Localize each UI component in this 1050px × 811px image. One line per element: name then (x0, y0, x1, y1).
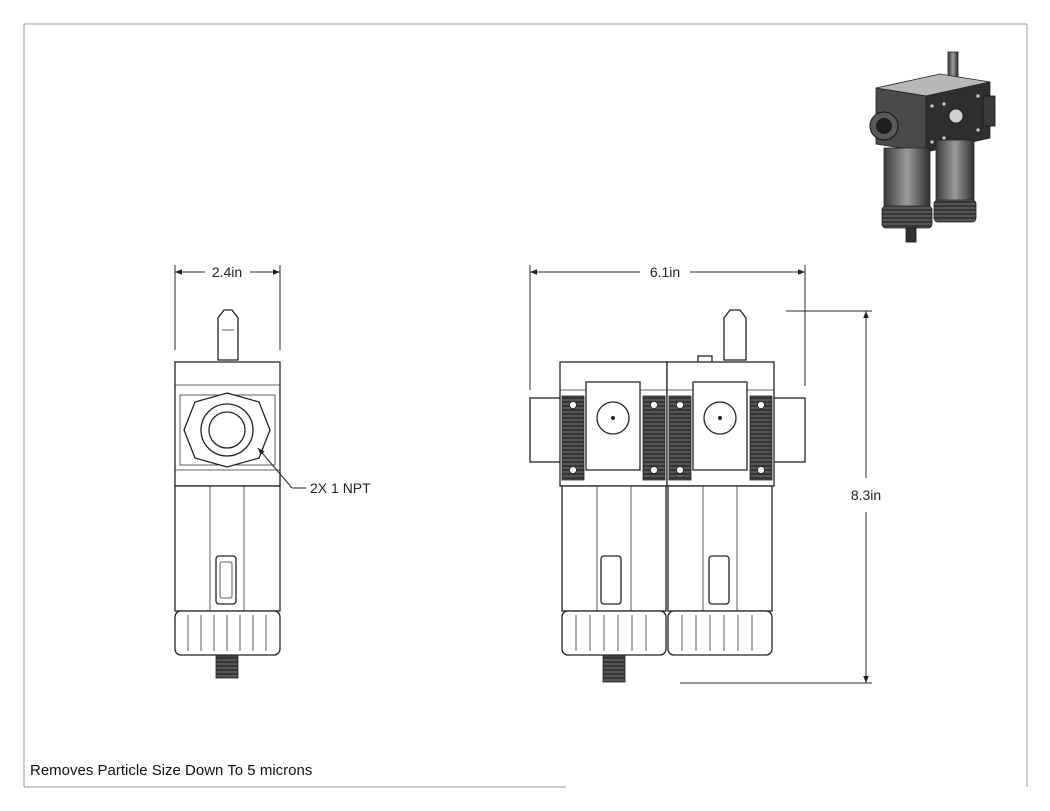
side-view (174, 309, 281, 679)
front-width-dimension: 6.1in (529, 264, 806, 390)
front-width-label: 6.1in (650, 264, 680, 280)
front-height-dimension: 8.3in (680, 310, 881, 684)
sheet-frame (23, 23, 1028, 788)
port-callout: 2X 1 NPT (257, 447, 371, 496)
front-height-label: 8.3in (851, 487, 881, 503)
side-width-dimension: 2.4in (174, 264, 281, 350)
port-callout-label: 2X 1 NPT (310, 480, 371, 496)
drawing-note: Removes Particle Size Down To 5 microns (30, 762, 312, 779)
side-width-label: 2.4in (212, 264, 242, 280)
isometric-thumbnail (869, 51, 996, 243)
front-view (529, 309, 806, 683)
